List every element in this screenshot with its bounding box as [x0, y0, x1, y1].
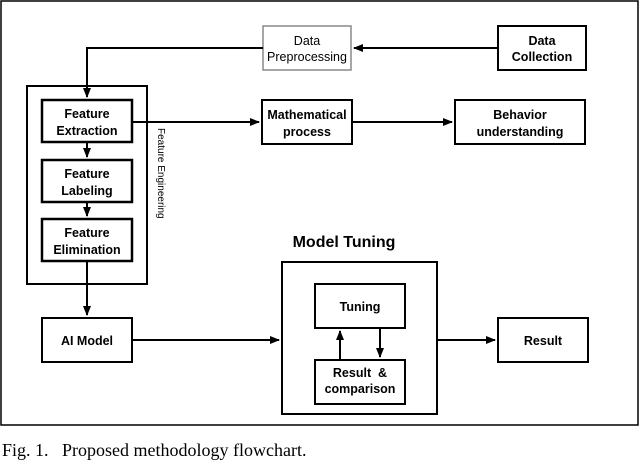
data-preprocessing-node	[262, 25, 352, 71]
feature-elimination-label-2: Elimination	[53, 243, 120, 257]
behavior-understanding-node	[454, 99, 586, 145]
feature-elimination-label-1: Feature	[64, 226, 109, 240]
data-preprocessing-label-2: Preprocessing	[267, 50, 347, 64]
mathematical-process-label-1: Mathematical	[267, 108, 346, 122]
data-collection-label-2: Collection	[512, 50, 572, 64]
result-comparison-label-2: comparison	[325, 382, 396, 396]
tuning-node	[314, 283, 406, 329]
mathematical-process-node	[261, 99, 353, 145]
tuning-label: Tuning	[340, 300, 381, 314]
feature-engineering-label: Feature Engineering	[155, 128, 166, 219]
mathematical-process-label-2: process	[283, 125, 331, 139]
feature-extraction-label-1: Feature	[64, 107, 109, 121]
result-comparison-node	[314, 359, 406, 405]
behavior-understanding-label-1: Behavior	[493, 108, 547, 122]
behavior-understanding-label-2: understanding	[477, 125, 564, 139]
result-label: Result	[524, 334, 563, 348]
feature-elimination-node	[40, 217, 134, 263]
result-node	[497, 317, 589, 363]
figure-frame	[0, 0, 639, 426]
feature-extraction-node	[40, 98, 134, 144]
data-collection-node	[497, 25, 587, 71]
feature-labeling-label-2: Labeling	[61, 184, 112, 198]
ai-model-label: AI Model	[61, 334, 113, 348]
data-collection-label-1: Data	[528, 34, 556, 48]
figure-caption: Fig. 1. Proposed methodology flowchart.	[2, 440, 306, 460]
arrow-preprocessing-to-extraction	[83, 47, 263, 98]
result-comparison-label-1: Result &	[333, 366, 387, 380]
feature-extraction-label-2: Extraction	[56, 124, 117, 138]
feature-labeling-label-1: Feature	[64, 167, 109, 181]
model-tuning-group	[281, 261, 438, 415]
model-tuning-title: Model Tuning	[293, 234, 396, 251]
data-preprocessing-label-1: Data	[294, 34, 320, 48]
